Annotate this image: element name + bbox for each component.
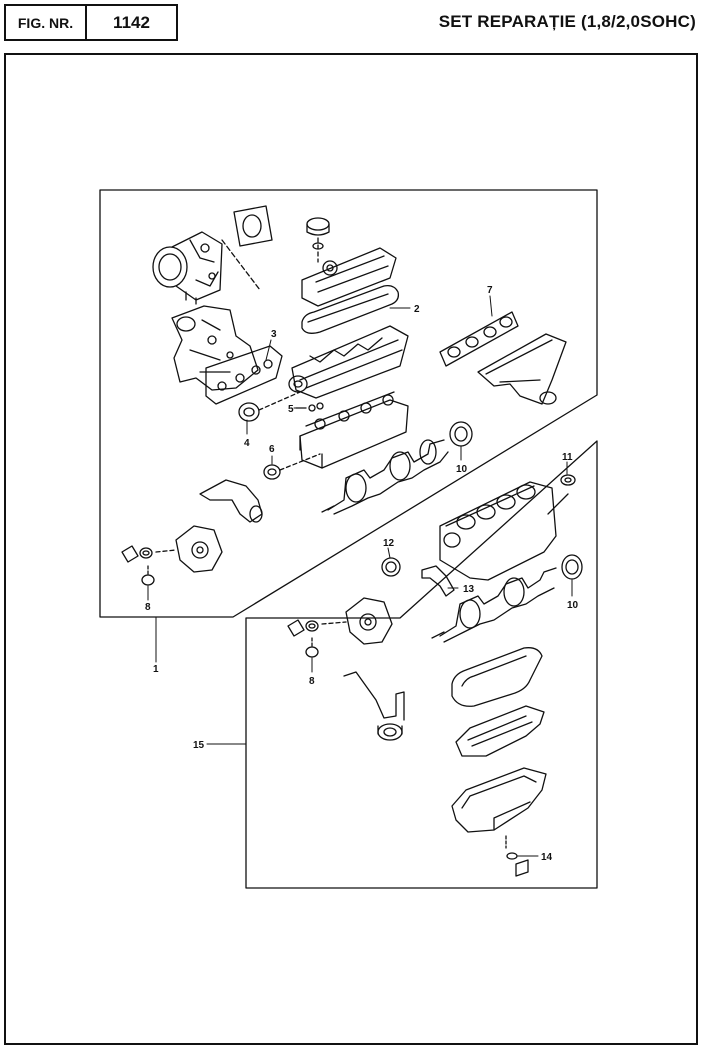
callout-10: 10 bbox=[456, 464, 468, 475]
engine-block bbox=[439, 481, 569, 581]
oil-pump-upper bbox=[121, 525, 223, 586]
cylinder-head bbox=[288, 325, 409, 469]
callout-1: 1 bbox=[153, 664, 159, 675]
crankshaft-lower bbox=[431, 567, 557, 643]
figure-number: 1142 bbox=[85, 4, 178, 41]
front-seal-lower bbox=[381, 557, 401, 577]
callout-13: 13 bbox=[463, 584, 475, 595]
throttle-body bbox=[152, 231, 223, 305]
kit-outline-lower bbox=[245, 440, 598, 889]
coolant-outlet bbox=[199, 479, 263, 523]
oil-pump-lower bbox=[287, 597, 393, 658]
oil-pan-gasket bbox=[451, 647, 543, 707]
intake-manifold bbox=[171, 305, 259, 391]
diagram-frame bbox=[4, 53, 698, 1045]
throttle-gasket bbox=[221, 205, 273, 291]
front-crank-seal bbox=[263, 453, 321, 480]
drain-plug bbox=[506, 852, 529, 877]
exhaust-manifold bbox=[477, 333, 567, 405]
callout-4: 4 bbox=[244, 438, 250, 449]
callout-2: 2 bbox=[414, 304, 420, 315]
rear-crank-seal bbox=[449, 421, 473, 447]
front-cover-gasket bbox=[421, 565, 455, 597]
callout-11: 11 bbox=[562, 452, 573, 463]
thermostat-gasket bbox=[560, 474, 576, 486]
oil-strainer bbox=[343, 671, 405, 741]
valve-stem-seal bbox=[295, 402, 324, 412]
callout-8: 8 bbox=[145, 602, 151, 613]
rocker-cover-gasket bbox=[301, 284, 400, 334]
callout-8-lower: 8 bbox=[309, 676, 315, 687]
callout-3: 3 bbox=[271, 329, 277, 340]
callout-10-lower: 10 bbox=[567, 600, 579, 611]
leader-lines bbox=[147, 295, 573, 857]
camshaft-seal bbox=[238, 391, 301, 422]
oil-filler-cap bbox=[306, 217, 330, 263]
page-title: SET REPARAȚIE (1,8/2,0SOHC) bbox=[438, 12, 696, 31]
callout-12: 12 bbox=[383, 538, 395, 549]
rear-crank-seal-lower bbox=[561, 554, 583, 580]
oil-pan-baffle bbox=[455, 705, 545, 757]
kit-outline-upper bbox=[99, 189, 598, 618]
crankshaft-upper bbox=[321, 439, 449, 515]
callout-6: 6 bbox=[269, 444, 275, 455]
oil-pan bbox=[451, 767, 547, 849]
intake-gasket bbox=[205, 345, 283, 405]
exhaust-gasket bbox=[439, 311, 519, 367]
callout-14: 14 bbox=[541, 852, 553, 863]
callout-7: 7 bbox=[487, 285, 493, 296]
callout-15: 15 bbox=[193, 740, 205, 751]
rocker-cover bbox=[301, 247, 397, 307]
callout-5: 5 bbox=[288, 404, 294, 415]
